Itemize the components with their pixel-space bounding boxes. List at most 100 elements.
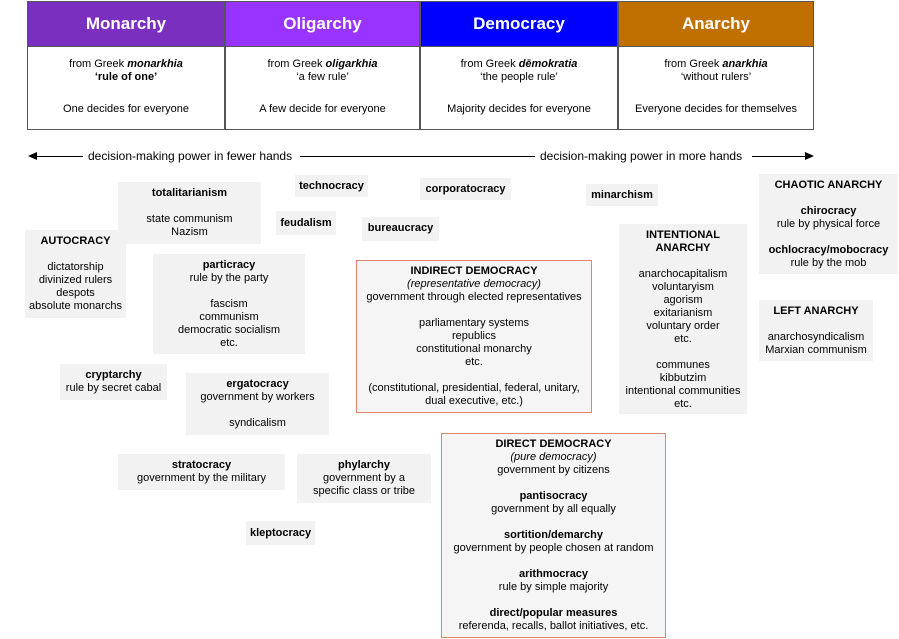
minarchism-box: minarchism: [586, 184, 658, 206]
box-line: kibbutzim: [659, 372, 707, 384]
ergatocracy-box: ergatocracy government by workers syndic…: [186, 373, 329, 435]
box-title: INDIRECT DEMOCRACY: [410, 265, 538, 277]
box-title: phylarchy: [338, 459, 390, 471]
definition-anarchy: from Greek anarkhia ‘without rulers’ Eve…: [618, 47, 814, 130]
box-line: etc.: [220, 337, 238, 349]
indirect-democracy-box: INDIRECT DEMOCRACY (representative democ…: [356, 260, 592, 413]
box-subtitle: government by workers: [200, 391, 315, 403]
box-title: AUTOCRACY: [40, 235, 111, 247]
box-line: absolute monarchs: [29, 300, 122, 312]
box-title: kleptocracy: [250, 527, 312, 539]
arrow-right-icon: [805, 152, 814, 160]
box-subtitle: rule by the party: [189, 272, 269, 284]
item-desc: government by all equally: [491, 503, 616, 515]
item-name: direct/popular measures: [489, 607, 618, 619]
box-alt-name: (pure democracy): [510, 451, 597, 463]
greek-word: anarkhia: [722, 58, 768, 70]
greek-word: dēmokratia: [518, 58, 578, 70]
box-title: cryptarchy: [85, 369, 142, 381]
definition-text: A few decide for everyone: [259, 103, 386, 115]
item-desc: government by people chosen at random: [453, 542, 654, 554]
box-title: feudalism: [280, 217, 332, 229]
feudalism-box: feudalism: [276, 211, 336, 235]
box-note: (constitutional, presidential, federal, …: [368, 382, 580, 394]
definition-text: Everyone decides for themselves: [634, 103, 798, 115]
box-title: stratocracy: [171, 459, 232, 471]
phylarchy-box: phylarchy government by a specific class…: [297, 454, 431, 503]
particracy-box: particracy rule by the party fascism com…: [153, 254, 305, 354]
autocracy-box: AUTOCRACY dictatorship divinized rulers …: [25, 230, 126, 318]
box-title: CHAOTIC ANARCHY: [774, 179, 883, 191]
left-anarchy-box: LEFT ANARCHY anarchosyndicalism Marxian …: [759, 300, 873, 361]
box-line: fascism: [210, 298, 248, 310]
bureaucracy-box: bureaucracy: [362, 217, 439, 241]
box-title: ergatocracy: [226, 378, 289, 390]
box-line: state communism: [146, 213, 233, 225]
box-line: parliamentary systems: [418, 317, 530, 329]
item-desc: referenda, recalls, ballot initiatives, …: [458, 620, 649, 632]
box-line: Marxian communism: [765, 344, 867, 356]
box-subtitle: government through elected representativ…: [366, 291, 582, 303]
item-name: ochlocracy/mobocracy: [768, 244, 889, 256]
box-title: minarchism: [591, 189, 653, 201]
header-anarchy: Anarchy: [618, 1, 814, 47]
literal-meaning: ‘without rulers’: [680, 71, 752, 83]
box-title: corporatocracy: [425, 183, 506, 195]
box-line: communes: [656, 359, 710, 371]
box-subtitle: government by the military: [137, 472, 266, 484]
definition-text: Majority decides for everyone: [447, 103, 591, 115]
box-line: communism: [199, 311, 259, 323]
box-line: syndicalism: [229, 417, 286, 429]
item-desc: rule by physical force: [776, 218, 881, 230]
box-line: republics: [451, 330, 497, 342]
etymology-prefix: from Greek: [460, 58, 519, 70]
box-title: particracy: [202, 259, 256, 271]
corporatocracy-box: corporatocracy: [420, 178, 511, 200]
box-title: bureaucracy: [367, 222, 434, 234]
box-line: anarchosyndicalism: [767, 331, 865, 343]
definition-democracy: from Greek dēmokratia ‘the people rule’ …: [420, 47, 618, 130]
box-subtitle: government by citizens: [497, 464, 610, 476]
axis-line-middle: [300, 156, 535, 157]
box-line: specific class or tribe: [312, 485, 416, 497]
literal-meaning: ‘a few rule’: [296, 71, 349, 83]
kleptocracy-box: kleptocracy: [246, 521, 315, 545]
literal-meaning: ‘rule of one’: [94, 71, 158, 83]
item-desc: rule by the mob: [790, 257, 867, 269]
axis-line-left: [36, 156, 83, 157]
box-title: ANARCHY: [655, 242, 711, 254]
box-title: technocracy: [299, 180, 364, 192]
box-line: government by a: [323, 472, 405, 484]
box-note: dual executive, etc.): [425, 395, 523, 407]
etymology-prefix: from Greek: [664, 58, 723, 70]
header-monarchy: Monarchy: [27, 1, 225, 47]
box-line: etc.: [465, 356, 483, 368]
definition-text: One decides for everyone: [63, 103, 189, 115]
power-axis: decision-making power in fewer hands dec…: [28, 148, 814, 164]
box-line: divinized rulers: [38, 274, 113, 286]
box-subtitle: rule by secret cabal: [65, 382, 162, 394]
box-line: agorism: [663, 294, 703, 306]
etymology-prefix: from Greek: [267, 58, 326, 70]
technocracy-box: technocracy: [295, 175, 368, 197]
box-alt-name: (representative democracy): [407, 278, 541, 290]
greek-word: monarkhia: [127, 58, 183, 70]
axis-label-more: decision-making power in more hands: [540, 149, 743, 163]
box-line: despots: [56, 287, 95, 299]
item-desc: rule by simple majority: [498, 581, 609, 593]
item-name: arithmocracy: [518, 568, 589, 580]
arrow-left-icon: [28, 152, 37, 160]
item-name: pantisocracy: [519, 490, 588, 502]
axis-line-right: [752, 156, 806, 157]
etymology-prefix: from Greek: [69, 58, 128, 70]
box-line: intentional communities: [625, 385, 741, 397]
definition-monarchy: from Greek monarkhia ‘rule of one’ One d…: [27, 47, 225, 130]
intentional-anarchy-box: INTENTIONAL ANARCHY anarchocapitalism vo…: [619, 224, 747, 414]
greek-word: oligarkhia: [325, 58, 378, 70]
totalitarianism-box: totalitarianism state communism Nazism: [118, 182, 261, 244]
box-line: democratic socialism: [177, 324, 281, 336]
literal-meaning: ‘the people rule’: [480, 71, 558, 83]
box-line: constitutional monarchy: [416, 343, 532, 355]
definition-oligarchy: from Greek oligarkhia ‘a few rule’ A few…: [225, 47, 420, 130]
header-democracy: Democracy: [420, 1, 618, 47]
